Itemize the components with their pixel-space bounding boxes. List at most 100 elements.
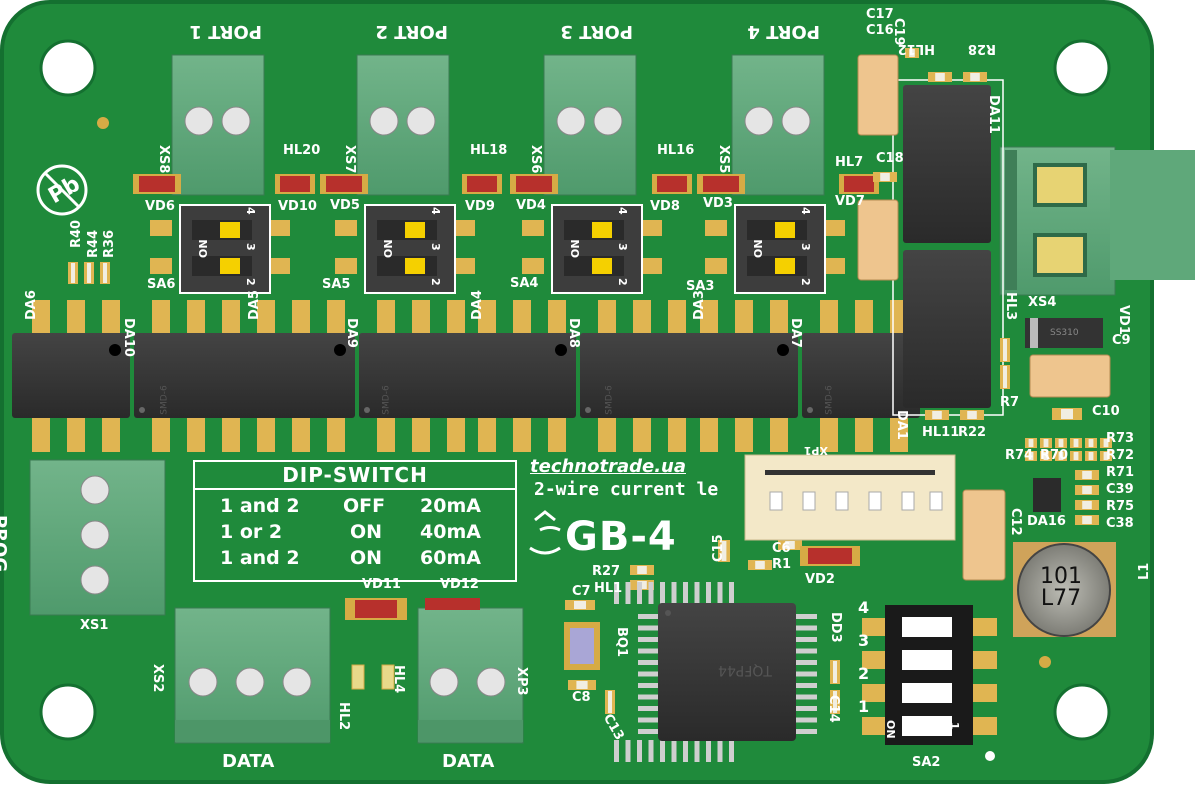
component-ref: R75 <box>1106 499 1135 514</box>
smd6-marking: SMD-6 <box>159 385 170 415</box>
terminal-port-1 <box>171 54 265 196</box>
ic-ref: DA6 <box>24 290 39 320</box>
terminal-port-4 <box>731 54 825 196</box>
ss310-marking: SS310 <box>1050 328 1079 338</box>
crystal-ref: BQ1 <box>614 627 629 658</box>
data-label: DATA <box>222 751 275 772</box>
dip-pin-3: 3 <box>244 243 257 251</box>
diode-ref: VD2 <box>805 572 835 587</box>
cap-ref: C9 <box>1112 333 1131 348</box>
cap-ref: C18 <box>876 151 904 166</box>
dip-pin-2: 2 <box>429 278 442 286</box>
sa2-pin: 4 <box>858 598 870 617</box>
component-ref: C39 <box>1106 482 1134 497</box>
ic-ref: DA9 <box>344 318 359 348</box>
led-ref: HL2 <box>336 702 351 731</box>
sa2-pin: 3 <box>858 631 870 650</box>
switch-ref: SA6 <box>147 277 176 292</box>
resistor-ref: R70 <box>1040 448 1069 463</box>
cap-ref: C7 <box>572 584 591 599</box>
ic-ref: DA1 <box>894 410 909 440</box>
switch-ref: SA3 <box>686 279 715 294</box>
port-label-2: PORT 2 <box>375 21 448 42</box>
dip-pin-3: 3 <box>616 243 629 251</box>
component-ref: C38 <box>1106 516 1134 531</box>
led-ref: HL12 <box>897 41 935 56</box>
diode-ref: VD8 <box>650 199 680 214</box>
ic-ref: DA10 <box>121 318 136 357</box>
dip-pin-3: 3 <box>429 243 442 251</box>
cap-ref: C10 <box>1092 404 1120 419</box>
mcu-marking: TQFP44 <box>718 662 772 678</box>
smd6-marking: SMD-6 <box>824 385 835 415</box>
dip-on: ON <box>569 239 582 258</box>
cap-ref: C16 <box>866 23 894 38</box>
led-ref: HL11 <box>922 425 960 440</box>
connector-xp1 <box>744 454 956 541</box>
component-ref: R72 <box>1106 448 1135 463</box>
cap-ref: C15 <box>711 534 726 562</box>
dip-on: ON <box>382 239 395 258</box>
dip-pin-3: 3 <box>799 243 812 251</box>
smd6-marking: SMD-6 <box>604 385 615 415</box>
data-label: DATA <box>442 751 495 772</box>
switch-ref: SA2 <box>912 755 941 770</box>
terminal-ref: XS2 <box>150 664 165 693</box>
ic-ref: DA5 <box>247 290 262 320</box>
prog-label: PROG <box>0 515 10 573</box>
cap-ref: C8 <box>572 690 591 705</box>
ic-ref: DA8 <box>566 318 581 348</box>
diode-ref: VD4 <box>516 198 546 213</box>
dip-pin-4: 4 <box>244 207 257 215</box>
terminal-xs1 <box>29 459 166 616</box>
terminal-xp3 <box>417 607 524 744</box>
dip-pin-2: 2 <box>616 278 629 286</box>
resistor-ref: R40 <box>69 219 84 248</box>
inductor-l1 <box>1013 542 1116 637</box>
diode-ref: VD6 <box>145 199 175 214</box>
ic-ref: DD3 <box>828 612 843 643</box>
dip-pin-4: 4 <box>799 207 812 215</box>
diode-ref: VD5 <box>330 198 360 213</box>
resistor-ref: R36 <box>102 229 117 258</box>
led-ref: HL16 <box>657 143 695 158</box>
dip-row-3: 1 and 2 ON 60mA <box>220 547 481 569</box>
terminal-ref: XS1 <box>80 618 109 633</box>
terminal-ref: XS6 <box>528 145 543 174</box>
smd6-marking: SMD-6 <box>381 385 392 415</box>
dip-pin-4: 4 <box>616 207 629 215</box>
cap-ref: C6 <box>772 541 791 556</box>
terminal-ref: XS5 <box>716 145 731 174</box>
dip-on: ON <box>752 239 765 258</box>
component-ref: R71 <box>1106 465 1135 480</box>
dip-pin-2: 2 <box>799 278 812 286</box>
ic-ref: DA3 <box>692 290 707 320</box>
port-label-3: PORT 3 <box>560 21 633 42</box>
cap-ref: C14 <box>826 695 841 723</box>
terminal-port-2 <box>356 54 450 196</box>
led-ref: HL1 <box>594 581 623 596</box>
terminal-ref: XS4 <box>1028 295 1057 310</box>
resistor-ref: R44 <box>86 229 101 258</box>
resistor-ref: R27 <box>592 564 621 579</box>
diode-ref: VD1 <box>1116 305 1131 335</box>
port-label-1: PORT 1 <box>189 21 262 42</box>
led-ref: HL18 <box>470 143 508 158</box>
diode-ref: VD7 <box>835 194 865 209</box>
cap-ref: C17 <box>866 7 894 22</box>
component-ref: R73 <box>1106 431 1135 446</box>
led-ref: HL20 <box>283 143 321 158</box>
port-label-4: PORT 4 <box>747 21 820 42</box>
ic-ref: DA11 <box>986 95 1001 134</box>
logo-icon <box>529 510 561 555</box>
terminal-ref: XS7 <box>342 145 357 174</box>
connector-ref: XP1 <box>803 444 828 457</box>
terminal-ref: XP3 <box>514 667 529 696</box>
mcu-tqfp44 <box>614 582 817 762</box>
diode-ref: VD10 <box>278 199 317 214</box>
ic-ref: DA7 <box>788 318 803 348</box>
dip-row-2: 1 or 2 ON 40mA <box>220 521 481 543</box>
terminal-port-3 <box>543 54 637 196</box>
led-ref: HL4 <box>391 665 406 694</box>
resistor-ref: R22 <box>958 425 987 440</box>
